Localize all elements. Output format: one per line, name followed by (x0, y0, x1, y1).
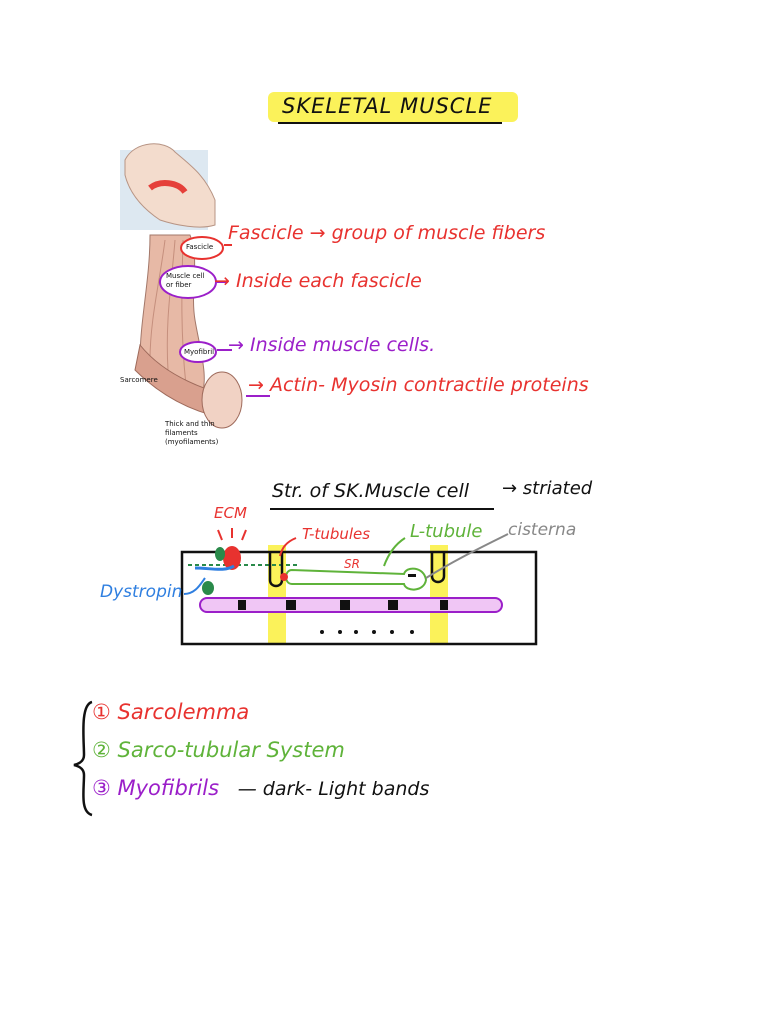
sr-label: SR (344, 557, 360, 571)
t-tubule-right (430, 552, 446, 584)
t-tubule-junction-dot (280, 573, 288, 581)
myofibril-annotation: → Inside muscle cells. (228, 334, 436, 356)
t-tubules-label: T-tubules (302, 525, 371, 543)
fascicle-annotation: Fascicle → group of muscle fibers (228, 222, 546, 244)
sarcoplasmic-reticulum (285, 567, 428, 591)
list-item-number: ② (92, 738, 111, 762)
list-item-text: Sarcolemma (117, 700, 250, 724)
muscle-cell-annotation: → Inside each fascicle (214, 270, 422, 292)
list-item-suffix: — dark- Light bands (237, 778, 430, 800)
list-item-text: Myofibrils (117, 776, 220, 800)
sarcomere-figure-label: Sarcomere (120, 376, 158, 384)
diagram-heading: Str. of SK.Muscle cell (272, 480, 470, 502)
fascicle-figure-label: Fascicle (186, 243, 214, 251)
list-item: ③ Myofibrils — dark- Light bands (92, 776, 429, 814)
cell-outline (180, 550, 538, 646)
list-item-number: ③ (92, 776, 111, 800)
dystropin-label: Dystropin (100, 582, 183, 602)
list-item-number: ① (92, 700, 111, 724)
muscle-cell-figure-label: Muscle cell or fiber (166, 272, 205, 289)
myofibril-circle (179, 341, 217, 363)
list-item-text: Sarco-tubular System (117, 738, 345, 762)
myofibril-tube (199, 597, 503, 613)
filaments-annotation: → Actin- Myosin contractile proteins (248, 374, 589, 396)
filaments-figure-label: Thick and thin filaments (myofilaments) (165, 420, 219, 446)
dystropin-shape (194, 564, 235, 571)
diagram-heading-underline (270, 508, 494, 510)
numbered-list: ① Sarcolemma ② Sarco-tubular System ③ My… (92, 700, 429, 814)
ecm-shape (223, 546, 241, 570)
cisterna-label: cisterna (508, 520, 577, 540)
list-brace (73, 700, 93, 817)
diagram-heading-suffix: → striated (502, 478, 593, 499)
myofibril-figure-label: Myofibril (184, 348, 215, 356)
l-tubule-label: L-tubule (410, 521, 483, 542)
title-highlight (268, 92, 518, 122)
muscle-cell-circle (159, 265, 217, 299)
filament-cross-section (201, 371, 243, 429)
list-item: ① Sarcolemma (92, 700, 429, 738)
page-title: SKELETAL MUSCLE (282, 94, 493, 118)
muscle-highlight (148, 180, 188, 195)
fascicle-circle (180, 236, 224, 260)
list-item: ② Sarco-tubular System (92, 738, 429, 776)
ecm-label: ECM (214, 504, 247, 522)
title-underline (278, 122, 502, 124)
